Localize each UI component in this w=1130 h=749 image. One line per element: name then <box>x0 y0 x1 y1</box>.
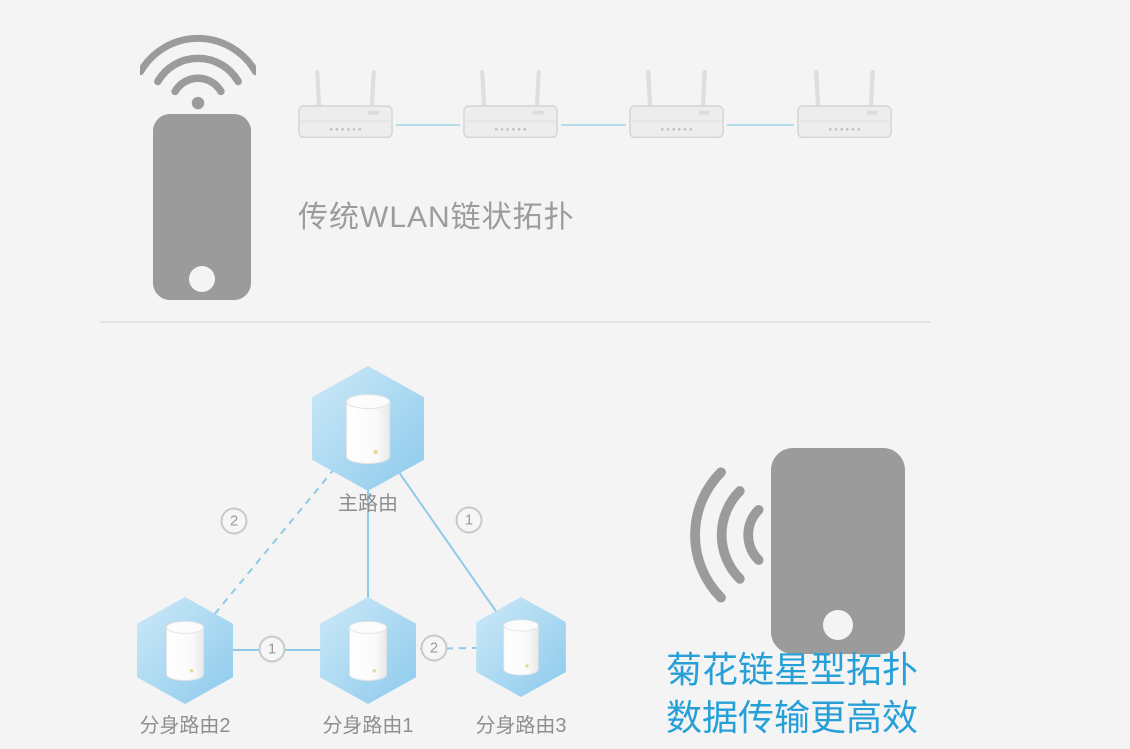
router-icon <box>629 69 724 139</box>
router-icon <box>797 69 892 139</box>
hop-badge: 2 <box>420 634 448 662</box>
router-cylinder-icon <box>349 620 387 681</box>
node-label-clone1: 分身路由1 <box>322 715 414 737</box>
chain-topology-title: 传统WLAN链状拓扑 <box>298 201 575 234</box>
wifi-signal-icon <box>140 34 256 110</box>
wifi-signal-icon-right <box>690 467 764 603</box>
hop-badge: 1 <box>455 506 483 534</box>
phone-icon-right <box>771 448 905 654</box>
router-icon <box>298 69 393 139</box>
star-topology-caption: 菊花链星型拓扑 数据传输更高效 <box>666 646 918 742</box>
router-cylinder-icon <box>345 394 391 465</box>
router-cylinder-icon <box>166 620 204 681</box>
node-label-clone2: 分身路由2 <box>139 715 231 737</box>
node-clone-router-2 <box>137 597 233 704</box>
home-button-icon <box>189 266 215 292</box>
phone-icon <box>153 114 251 300</box>
home-button-icon <box>823 610 853 640</box>
router-cylinder-icon <box>503 619 539 676</box>
caption-line-2: 数据传输更高效 <box>666 697 919 738</box>
node-label-main: 主路由 <box>338 493 398 515</box>
chain-link-line <box>561 124 626 126</box>
chain-link-line <box>396 124 460 126</box>
hop-badge: 1 <box>258 635 286 663</box>
chain-link-line <box>727 124 794 126</box>
node-clone-router-1 <box>320 597 416 704</box>
node-main-router <box>312 366 424 491</box>
caption-line-1: 菊花链星型拓扑 <box>666 649 919 690</box>
hop-badge: 2 <box>220 507 248 535</box>
router-icon <box>463 69 558 139</box>
node-clone-router-3 <box>476 597 566 697</box>
node-label-clone3: 分身路由3 <box>475 715 567 737</box>
section-divider <box>100 321 930 323</box>
